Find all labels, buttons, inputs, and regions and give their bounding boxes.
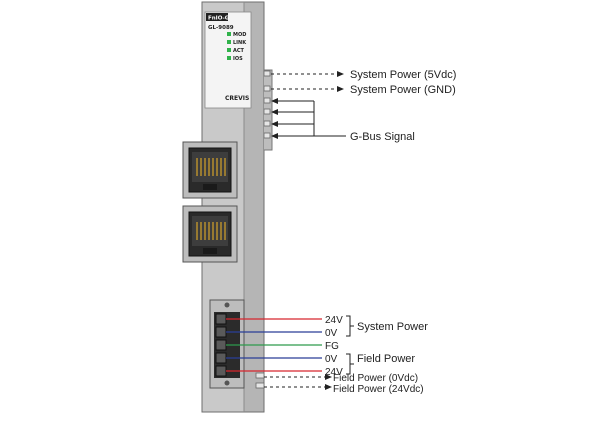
- system-power-label: System Power: [357, 321, 428, 333]
- field-power-arrows: [264, 376, 326, 388]
- field-power-bracket: [346, 353, 354, 375]
- gbus-contacts: [263, 70, 271, 139]
- terminal-label-0v-top: 0V: [325, 328, 338, 339]
- led-link-icon: [227, 40, 231, 44]
- led-mod-icon: [227, 32, 231, 36]
- field-power-label: Field Power: [357, 353, 415, 365]
- system-power-5v-arrowhead: [337, 71, 344, 77]
- field-power-0v-label: Field Power (0Vdc): [333, 373, 418, 384]
- terminal-wires: [226, 318, 322, 372]
- gbus-arrowheads: [271, 98, 278, 139]
- label-panel: FnIO-G GL-9089 MOD LINK ACT IOS CREVIS: [204, 11, 252, 109]
- module-title: FnIO-G: [208, 16, 230, 22]
- system-power-5v-label: System Power (5Vdc): [350, 69, 456, 81]
- terminal-block: [209, 299, 245, 389]
- led-label-mod: MOD: [233, 32, 246, 38]
- ethernet-port-1: [182, 141, 238, 199]
- brand-label: CREVIS: [225, 95, 249, 102]
- led-act-icon: [227, 48, 231, 52]
- terminal-label-0v-bottom: 0V: [325, 354, 338, 365]
- gbus-signal-label: G-Bus Signal: [350, 131, 415, 143]
- system-power-gnd-arrowhead: [337, 86, 344, 92]
- ethernet-port-2: [182, 205, 238, 263]
- module-model: GL-9089: [208, 25, 234, 31]
- gbus-bracket: [278, 100, 346, 137]
- field-power-24v-label: Field Power (24Vdc): [333, 384, 424, 395]
- led-label-link: LINK: [233, 40, 247, 46]
- field-power-24v-arrowhead: [325, 384, 332, 390]
- terminal-label-fg: FG: [325, 341, 339, 352]
- led-label-act: ACT: [233, 48, 245, 54]
- terminal-label-24v-top: 24V: [325, 315, 343, 326]
- system-power-gnd-label: System Power (GND): [350, 84, 456, 96]
- led-label-ios: IOS: [233, 56, 243, 62]
- terminal-label-24v-bottom: 24V: [325, 367, 343, 378]
- led-ios-icon: [227, 56, 231, 60]
- field-power-0v-arrowhead: [325, 374, 332, 380]
- field-power-contacts: [255, 372, 265, 389]
- system-power-bracket: [346, 315, 354, 337]
